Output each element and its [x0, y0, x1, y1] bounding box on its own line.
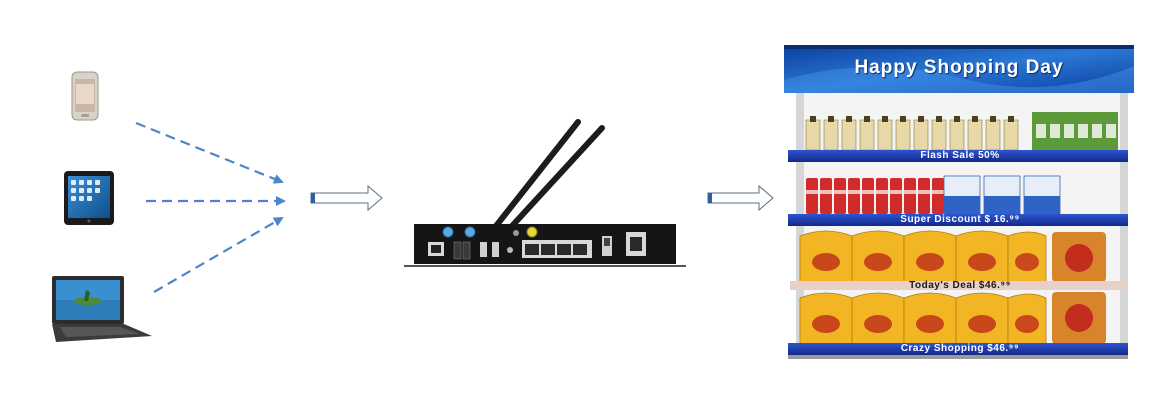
laptop-arrow [153, 216, 284, 293]
product-row-2 [806, 175, 1061, 215]
product-row-4 [799, 292, 1106, 345]
connection-arrows [135, 121, 286, 293]
laptop-icon [52, 276, 152, 342]
shelf-label-super-discount: Super Discount $ 16.⁹⁹ [900, 214, 1020, 225]
shelf-strip-4 [788, 343, 1128, 355]
shelf-strip-2 [788, 214, 1128, 226]
tablet-icon [64, 171, 114, 225]
product-row-3 [799, 230, 1106, 283]
shelf-label-flash-sale: Flash Sale 50% [920, 150, 1000, 161]
shelf-label-crazy-shopping: Crazy Shopping $46.⁹⁹ [900, 343, 1020, 354]
banner: Happy Shopping Day [784, 57, 1134, 85]
flow-arrow-icon [707, 184, 774, 212]
flow-arrow-icon [310, 184, 383, 212]
banner-title: Happy Shopping Day [854, 57, 1064, 78]
banner-screen [784, 45, 1134, 93]
phone-arrow [135, 121, 284, 184]
shelf-display [784, 45, 1134, 359]
smartphone-icon [71, 71, 99, 121]
shelf-strip-1 [788, 150, 1128, 162]
shelf-strip-3 [790, 281, 1128, 290]
led-controller-box-icon [404, 119, 686, 267]
shelf-label-todays-deal: Today's Deal $46.⁹⁹ [909, 280, 1011, 291]
